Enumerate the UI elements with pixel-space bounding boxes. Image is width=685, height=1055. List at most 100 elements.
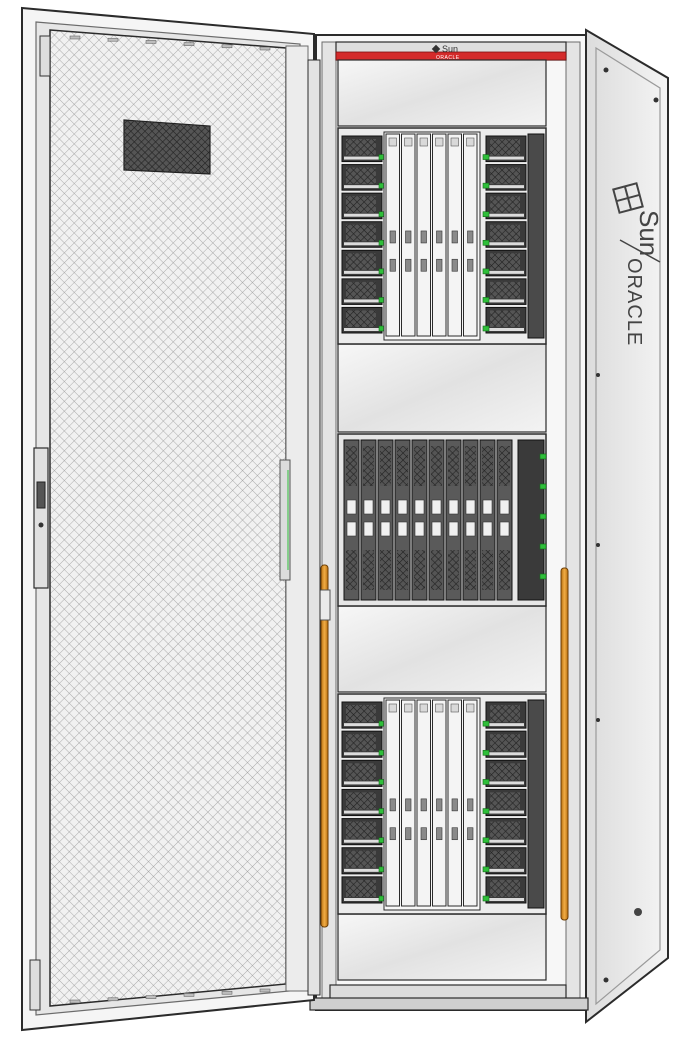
port-block	[389, 258, 396, 272]
power-supply-unit	[482, 135, 527, 163]
blade-latch	[448, 499, 459, 515]
psu-handle	[344, 213, 380, 217]
slot-latch	[450, 137, 459, 147]
middle-blade-chassis	[337, 433, 547, 607]
power-supply-unit	[341, 306, 386, 334]
port-block	[389, 230, 396, 244]
status-led	[482, 239, 490, 246]
io-module-slot	[463, 133, 478, 337]
blade-latch	[397, 499, 408, 515]
port-block	[467, 798, 474, 812]
io-module-slot	[447, 133, 462, 337]
status-led	[482, 211, 490, 218]
power-supply-unit	[341, 701, 386, 729]
server-blade	[411, 439, 428, 601]
io-module-slot	[385, 133, 400, 337]
slot-latch	[388, 137, 397, 147]
fan-grille	[490, 821, 520, 839]
port-block	[405, 258, 412, 272]
power-supply-unit	[482, 192, 527, 220]
power-supply-unit	[341, 135, 386, 163]
power-supply-unit	[341, 192, 386, 220]
top-logo-oracle-text: ORACLE	[436, 55, 460, 61]
port-block	[467, 827, 474, 841]
psu-handle	[344, 723, 380, 727]
psu-handle	[488, 868, 524, 872]
blade-latch	[431, 499, 442, 515]
psu-handle	[344, 752, 380, 756]
psu-handle	[488, 328, 524, 331]
blade-vent	[448, 446, 459, 486]
blade-vent	[499, 550, 510, 590]
status-led	[482, 866, 490, 873]
fan-grille	[490, 792, 520, 810]
power-supply-unit	[482, 759, 527, 787]
slot-latch	[419, 137, 428, 147]
blade-latch	[499, 499, 510, 515]
power-supply-unit	[341, 818, 386, 846]
fan-grille	[490, 253, 520, 270]
slot-latch	[435, 137, 444, 147]
io-module-slot	[463, 699, 478, 907]
power-supply-unit	[482, 847, 527, 875]
blade-vent	[380, 446, 391, 486]
side-logo-oracle-text: ORACLE	[623, 258, 645, 346]
psu-handle	[344, 898, 380, 901]
power-supply-unit	[482, 701, 527, 729]
fan-grille	[490, 167, 520, 185]
orange-rail-handles	[318, 564, 569, 928]
psu-handle	[488, 781, 524, 785]
blade-latch	[346, 499, 357, 515]
psu-handle	[344, 868, 380, 872]
fan-grille	[346, 281, 376, 299]
blade-vent	[465, 446, 476, 486]
slot-latch	[419, 703, 428, 713]
status-led	[482, 808, 490, 814]
power-supply-unit	[482, 788, 527, 817]
status-led	[482, 779, 490, 785]
door-frame-tab	[259, 988, 271, 993]
fan-grille	[346, 224, 376, 242]
power-supply-unit	[482, 278, 527, 305]
cabinet-side-panel	[585, 28, 669, 1025]
psu-handle	[344, 299, 380, 303]
status-led	[539, 513, 547, 520]
blade-vent	[465, 550, 476, 590]
door-frame-tab	[145, 995, 157, 999]
slot-latch	[466, 137, 475, 147]
blade-vent	[482, 446, 493, 486]
fan-tray	[527, 133, 545, 339]
door-frame-tab	[259, 46, 271, 51]
status-led	[482, 297, 490, 303]
port-block	[436, 230, 443, 244]
psu-handle	[488, 213, 524, 217]
fan-grille	[490, 763, 520, 781]
blade-latch	[414, 521, 425, 537]
status-led	[539, 543, 547, 550]
slot-latch	[435, 703, 444, 713]
upper-server-chassis	[337, 127, 547, 345]
server-blade	[428, 439, 445, 601]
power-supply-unit	[341, 249, 386, 277]
lower-server-chassis	[337, 693, 547, 915]
fan-grille	[490, 879, 520, 897]
power-supply-unit	[341, 876, 386, 904]
door-frame-tab	[183, 42, 195, 46]
port-block	[451, 230, 458, 244]
blade-latch	[363, 499, 374, 515]
fan-grille	[490, 196, 520, 213]
io-module-slot	[416, 699, 431, 907]
blade-latch	[414, 499, 425, 515]
port-block	[389, 798, 396, 812]
open-front-door	[21, 6, 315, 1032]
port-block	[436, 258, 443, 272]
fan-grille	[490, 734, 520, 752]
top-logo-sun-text: Sun	[442, 44, 458, 54]
blank-panels	[337, 59, 547, 981]
slot-latch	[466, 703, 475, 713]
power-supply-unit	[341, 221, 386, 248]
blade-vent	[397, 446, 408, 486]
fan-grille	[490, 850, 520, 868]
port-block	[405, 798, 412, 812]
